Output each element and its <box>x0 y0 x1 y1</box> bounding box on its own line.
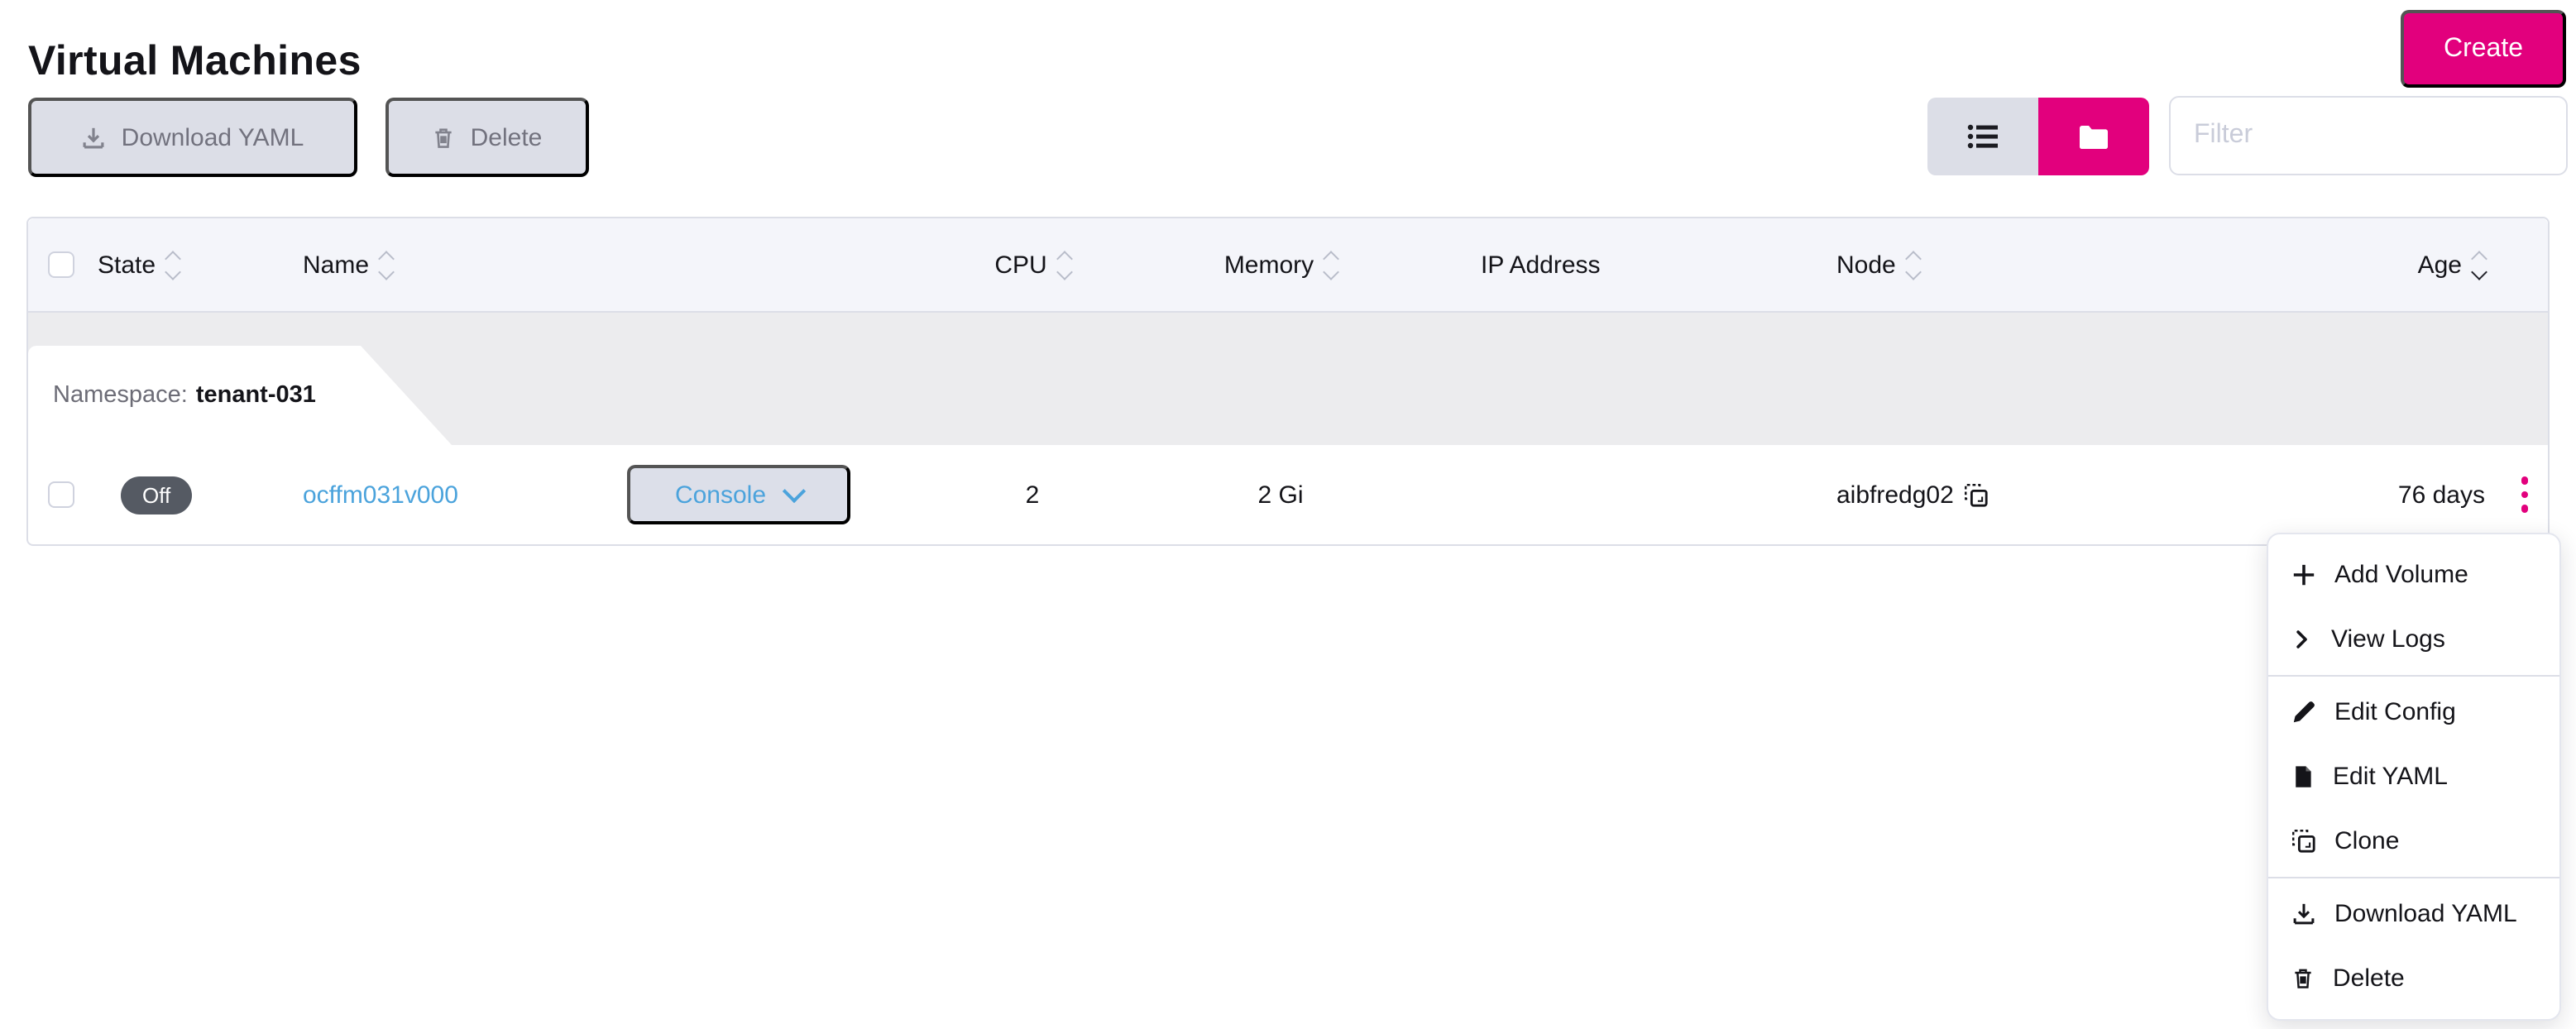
view-toggle <box>1927 98 2149 175</box>
menu-divider <box>2268 675 2559 677</box>
download-icon <box>2291 902 2316 926</box>
menu-item-label: Edit Config <box>2334 698 2456 726</box>
console-button[interactable]: Console <box>627 465 850 524</box>
table-row: Off ocffm031v000 Console 2 2 Gi aibfredg… <box>28 445 2548 544</box>
page-title: Virtual Machines <box>28 37 362 84</box>
column-header-age[interactable]: Age <box>2009 250 2498 280</box>
column-header-memory[interactable]: Memory <box>1123 250 1438 280</box>
namespace-tab: Namespace: tenant-031 <box>28 346 452 445</box>
create-button[interactable]: Create <box>2401 10 2566 88</box>
trash-icon <box>433 125 456 150</box>
column-label: Node <box>1836 251 1896 279</box>
age-cell: 76 days <box>2397 481 2485 509</box>
clone-icon <box>2291 829 2316 854</box>
download-yaml-label: Download YAML <box>121 123 304 151</box>
menu-item-label: Download YAML <box>2334 900 2517 928</box>
state-badge: Off <box>121 476 193 514</box>
download-icon <box>82 125 107 150</box>
sort-icon <box>1056 250 1073 280</box>
menu-item-view-logs[interactable]: View Logs <box>2268 607 2559 672</box>
column-label: IP Address <box>1481 251 1601 279</box>
download-yaml-button[interactable]: Download YAML <box>28 98 357 177</box>
folder-icon <box>2078 123 2109 150</box>
filter-input[interactable] <box>2169 96 2568 175</box>
column-label: Memory <box>1223 251 1314 279</box>
file-icon <box>2291 764 2315 789</box>
pencil-icon <box>2291 700 2316 725</box>
menu-item-edit-yaml[interactable]: Edit YAML <box>2268 744 2559 809</box>
node-cell: aibfredg02 <box>1628 481 2009 509</box>
menu-item-add-volume[interactable]: Add Volume <box>2268 543 2559 607</box>
vm-name-link[interactable]: ocffm031v000 <box>303 481 458 509</box>
cpu-cell: 2 <box>1025 481 1040 509</box>
menu-item-label: View Logs <box>2331 625 2445 653</box>
column-header-ip-address[interactable]: IP Address <box>1438 251 1628 279</box>
column-header-node[interactable]: Node <box>1628 250 2009 280</box>
memory-cell: 2 Gi <box>1257 481 1304 509</box>
delete-label: Delete <box>470 123 543 151</box>
column-header-state[interactable]: State <box>98 250 280 280</box>
plus-icon <box>2291 562 2316 587</box>
sort-icon <box>1323 250 1340 280</box>
table-header-row: State Name CPU Memory IP Address Node <box>28 218 2548 313</box>
menu-item-clone[interactable]: Clone <box>2268 809 2559 873</box>
menu-item-label: Clone <box>2334 827 2400 855</box>
folder-view-button[interactable] <box>2038 98 2149 175</box>
vm-table: State Name CPU Memory IP Address Node <box>26 217 2550 546</box>
sort-icon-desc-active <box>2471 250 2487 280</box>
node-name: aibfredg02 <box>1836 481 1954 509</box>
menu-divider <box>2268 877 2559 878</box>
row-checkbox[interactable] <box>48 481 74 508</box>
menu-item-label: Edit YAML <box>2333 763 2448 791</box>
sort-icon <box>1904 250 1922 280</box>
sort-icon <box>378 250 395 280</box>
sort-icon <box>165 250 181 280</box>
list-view-button[interactable] <box>1927 98 2038 175</box>
column-header-name[interactable]: Name <box>280 250 627 280</box>
namespace-value: tenant-031 <box>195 382 316 409</box>
copy-icon[interactable] <box>1964 482 1989 507</box>
menu-item-label: Delete <box>2333 964 2405 993</box>
select-all-checkbox[interactable] <box>48 251 74 278</box>
list-icon <box>1967 122 1999 151</box>
menu-item-delete[interactable]: Delete <box>2268 946 2559 1011</box>
column-label: Age <box>2417 251 2462 279</box>
chevron-right-icon <box>2291 629 2313 650</box>
menu-item-download-yaml[interactable]: Download YAML <box>2268 882 2559 946</box>
column-label: CPU <box>994 251 1047 279</box>
menu-item-label: Add Volume <box>2334 561 2468 589</box>
menu-item-edit-config[interactable]: Edit Config <box>2268 680 2559 744</box>
namespace-label: Namespace: <box>53 382 188 409</box>
row-action-menu: Add Volume View Logs Edit Config Edit YA… <box>2267 533 2561 1021</box>
console-label: Console <box>674 481 767 509</box>
delete-button[interactable]: Delete <box>385 98 589 177</box>
chevron-down-icon <box>782 478 807 503</box>
trash-icon <box>2291 966 2315 991</box>
namespace-group-band: Namespace: tenant-031 <box>28 313 2548 445</box>
column-header-cpu[interactable]: CPU <box>941 250 1123 280</box>
column-label: State <box>98 251 156 279</box>
row-actions-kebab-icon[interactable] <box>2505 467 2545 523</box>
column-label: Name <box>303 251 370 279</box>
